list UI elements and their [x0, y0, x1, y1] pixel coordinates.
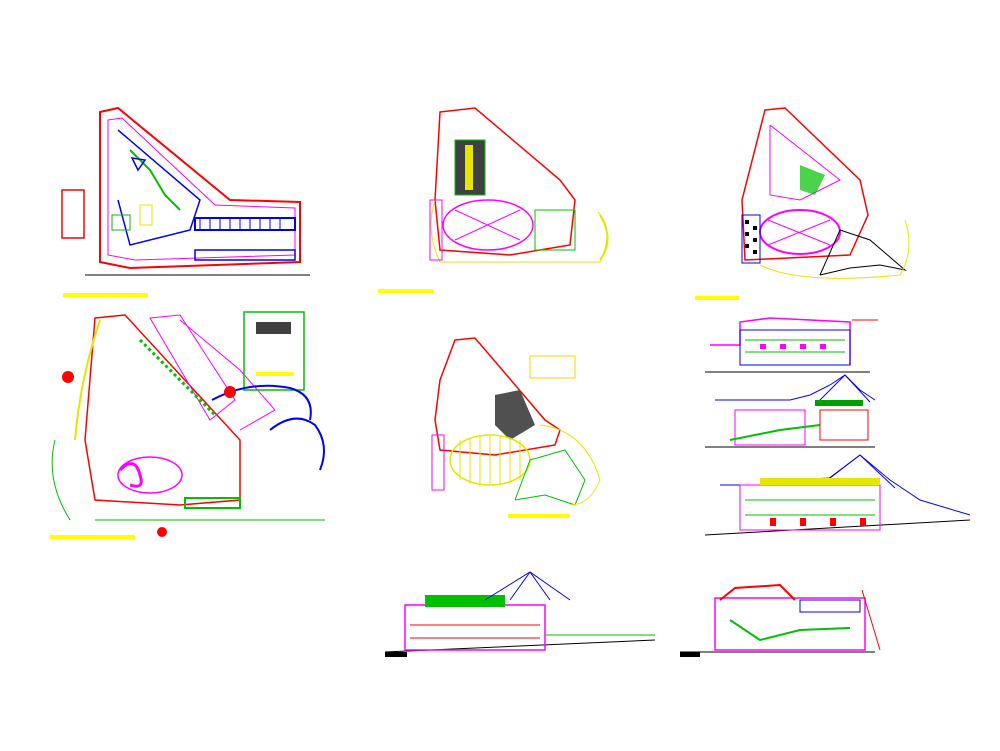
section-2	[680, 583, 881, 657]
elevation-1	[705, 317, 878, 373]
plan-3-title-bar	[695, 296, 739, 300]
elevation-3	[704, 454, 971, 536]
site-plan	[50, 311, 325, 539]
elevation-2	[705, 374, 876, 448]
roof-plan-title-bar	[508, 514, 570, 518]
plan-2-title-bar	[378, 289, 433, 293]
site-plan-title-bar	[50, 535, 135, 539]
section-1	[384, 571, 656, 657]
floor-plan-1	[61, 106, 310, 297]
roof-plan	[431, 337, 601, 518]
floor-plan-3	[695, 107, 910, 300]
floor-plan-2	[378, 107, 609, 293]
plan-1-title-bar	[63, 293, 148, 297]
